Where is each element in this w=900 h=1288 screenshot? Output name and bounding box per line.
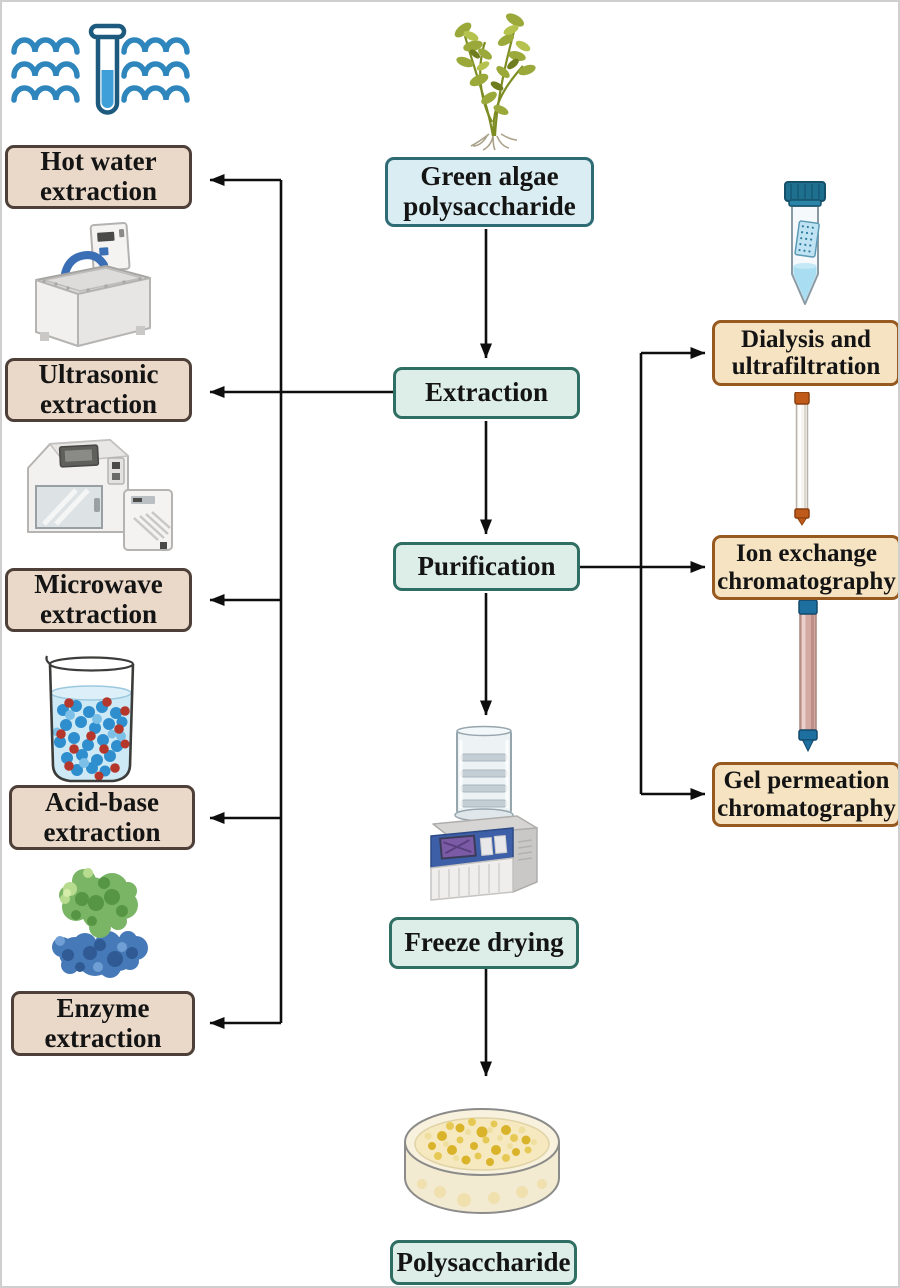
microwave-extraction-label: Microwave extraction	[34, 569, 163, 629]
box-ion-exchange-chromatography: Ion exchange chromatography	[712, 535, 898, 600]
acid-base-beaker-illustration	[39, 652, 145, 784]
box-extraction: Extraction	[393, 367, 580, 419]
ultrasonic-extraction-label: Ultrasonic extraction	[38, 359, 159, 419]
dialysis-ultrafiltration-label: Dialysis and ultrafiltration	[731, 325, 881, 381]
freeze-dryer-illustration	[425, 724, 540, 902]
box-acid-base-extraction: Acid-base extraction	[9, 785, 195, 850]
enzyme-protein-illustration	[40, 855, 160, 987]
box-microwave-extraction: Microwave extraction	[5, 568, 192, 632]
box-gel-permeation-chromatography: Gel permeation chromatography	[712, 762, 898, 827]
extraction-label: Extraction	[425, 377, 548, 408]
polysaccharide-label: Polysaccharide	[396, 1246, 571, 1277]
green-algae-polysaccharide-label: Green algae polysaccharide	[403, 161, 576, 221]
box-ultrasonic-extraction: Ultrasonic extraction	[5, 358, 192, 422]
acid-base-extraction-label: Acid-base extraction	[43, 786, 161, 847]
test-tube-in-hot-water-icon	[10, 14, 190, 122]
ultrasonic-extractor-illustration	[24, 434, 174, 556]
box-enzyme-extraction: Enzyme extraction	[11, 991, 195, 1056]
box-purification: Purification	[393, 542, 580, 591]
ion-exchange-chromatography-label: Ion exchange chromatography	[717, 540, 896, 595]
hot-water-extraction-label: Hot water extraction	[40, 146, 157, 206]
box-dialysis-ultrafiltration: Dialysis and ultrafiltration	[712, 320, 898, 386]
water-bath-equipment-illustration	[30, 221, 156, 354]
ion-exchange-column-illustration	[793, 391, 811, 526]
gel-permeation-column-illustration	[796, 599, 820, 753]
purification-label: Purification	[417, 550, 556, 581]
dialysis-centrifuge-tube-illustration	[780, 180, 830, 310]
freeze-drying-label: Freeze drying	[404, 927, 564, 958]
box-freeze-drying: Freeze drying	[389, 917, 579, 969]
petri-dish-polysaccharide-illustration	[402, 1088, 562, 1220]
green-algae-illustration	[427, 2, 567, 154]
box-polysaccharide: Polysaccharide	[390, 1240, 577, 1285]
gel-permeation-chromatography-label: Gel permeation chromatography	[717, 767, 896, 822]
enzyme-extraction-label: Enzyme extraction	[44, 992, 162, 1053]
box-green-algae-polysaccharide: Green algae polysaccharide	[385, 157, 594, 227]
box-hot-water-extraction: Hot water extraction	[5, 145, 192, 209]
